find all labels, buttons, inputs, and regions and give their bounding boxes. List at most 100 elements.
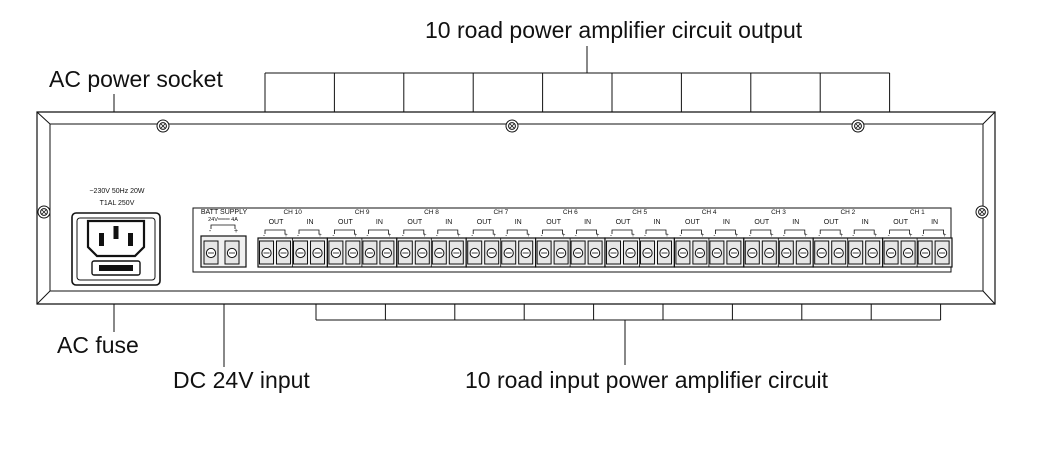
screw-terminal	[362, 240, 378, 265]
screw-terminal	[484, 240, 500, 265]
batt-plus-label: +	[234, 228, 238, 235]
polarity-bracket	[715, 229, 736, 234]
in-label: IN	[654, 219, 661, 226]
screw-terminal	[795, 240, 811, 265]
polarity-bracket	[472, 229, 494, 234]
polarity-bracket	[298, 229, 320, 234]
in-label: IN	[792, 219, 799, 226]
polarity-bracket	[403, 229, 425, 234]
ac-pin	[99, 233, 104, 246]
ac-fuse-holder	[91, 260, 141, 276]
mounting-screw-icon	[156, 119, 170, 133]
polarity-minus: -	[575, 233, 577, 239]
screw-terminal	[675, 240, 691, 265]
screw-terminal	[692, 240, 708, 265]
polarity-minus: -	[471, 233, 473, 239]
out-label: OUT	[407, 219, 423, 226]
mounting-screw-icon	[505, 119, 519, 133]
screw-terminal	[883, 240, 899, 265]
out-label: OUT	[685, 219, 701, 226]
fuse-slot	[99, 265, 133, 271]
polarity-minus: -	[402, 233, 404, 239]
polarity-bracket	[368, 229, 389, 234]
channel-label: CH 4	[702, 209, 717, 216]
ac-power-socket-label: AC power socket	[49, 66, 223, 92]
polarity-bracket	[506, 229, 528, 234]
screw-terminal	[467, 240, 483, 265]
polarity-bracket	[750, 229, 772, 234]
in-label: IN	[931, 219, 938, 226]
in-label: IN	[862, 219, 869, 226]
polarity-minus: -	[297, 233, 299, 239]
screw-terminal	[345, 240, 361, 265]
polarity-minus: -	[922, 233, 924, 239]
screw-terminal	[379, 240, 395, 265]
polarity-minus: -	[818, 233, 820, 239]
screw-terminal	[328, 240, 344, 265]
polarity-minus: -	[541, 233, 543, 239]
out-label: OUT	[477, 219, 493, 226]
screw-terminal	[623, 240, 638, 265]
polarity-bracket	[819, 229, 841, 234]
screw-terminal	[606, 240, 621, 265]
polarity-bracket	[784, 229, 806, 234]
in-label: IN	[445, 219, 452, 226]
channel-label: CH 9	[355, 209, 370, 216]
screw-terminal	[865, 240, 881, 265]
polarity-plus: +	[873, 233, 877, 239]
polarity-plus: +	[354, 233, 358, 239]
polarity-bracket	[611, 229, 633, 234]
polarity-bracket	[542, 229, 563, 234]
polarity-plus: +	[388, 233, 392, 239]
screw-terminal	[640, 240, 655, 265]
screw-terminal	[293, 240, 308, 265]
polarity-bracket	[576, 229, 597, 234]
out-label: OUT	[893, 219, 909, 226]
polarity-minus: -	[644, 233, 646, 239]
power-rating-text: ~230V 50Hz 20W	[89, 188, 144, 195]
screw-slot	[509, 123, 515, 129]
in-label: IN	[376, 219, 383, 226]
screw-terminal	[553, 240, 569, 265]
polarity-bracket	[681, 229, 702, 234]
batt-supply-label: BATT SUPPLY	[201, 209, 248, 216]
polarity-minus: -	[888, 233, 890, 239]
polarity-bracket	[853, 229, 875, 234]
polarity-minus: -	[366, 233, 368, 239]
polarity-minus: -	[610, 233, 612, 239]
polarity-plus: +	[318, 233, 322, 239]
screw-terminal	[587, 240, 603, 265]
channel-label: CH 2	[840, 209, 855, 216]
polarity-plus: +	[492, 233, 496, 239]
polarity-plus: +	[423, 233, 427, 239]
polarity-plus: +	[631, 233, 635, 239]
polarity-plus: +	[562, 233, 566, 239]
polarity-plus: +	[735, 233, 739, 239]
polarity-plus: +	[457, 233, 461, 239]
screw-slot	[41, 209, 47, 215]
ac-fuse-label: AC fuse	[57, 332, 139, 358]
in-label: IN	[723, 219, 730, 226]
polarity-minus: -	[436, 233, 438, 239]
batt-bracket	[210, 224, 236, 229]
out-label: OUT	[269, 219, 285, 226]
polarity-minus: -	[852, 233, 854, 239]
chassis-corner	[982, 290, 996, 305]
out-label: OUT	[616, 219, 632, 226]
polarity-bracket	[437, 229, 459, 234]
channel-label: CH 5	[632, 209, 647, 216]
out-label: OUT	[546, 219, 562, 226]
screw-terminal	[761, 240, 777, 265]
screw-terminal	[310, 240, 325, 265]
screw-terminal	[778, 240, 794, 265]
screw-slot	[855, 123, 861, 129]
screw-terminal	[726, 240, 742, 265]
out-label: OUT	[824, 219, 840, 226]
screw-terminal	[570, 240, 586, 265]
screw-terminal	[744, 240, 760, 265]
polarity-bracket	[645, 229, 667, 234]
screw-terminal	[657, 240, 672, 265]
